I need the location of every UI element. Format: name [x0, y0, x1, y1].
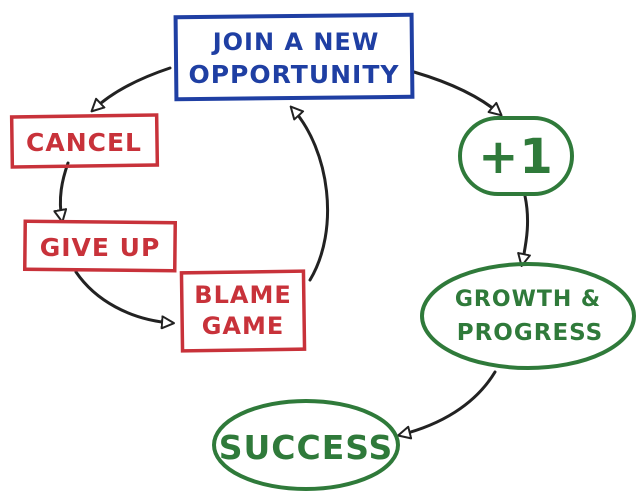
- growth-label-line2: PROGRESS: [457, 320, 604, 346]
- node-success: SUCCESS: [212, 399, 400, 491]
- join-label-line1: JOIN A NEW: [211, 28, 380, 56]
- plus-one-label: +1: [478, 129, 554, 185]
- arrow-cancel-to-giveup: [53, 161, 70, 223]
- node-growth-progress: GROWTH & PROGRESS: [420, 262, 636, 370]
- node-give-up: GIVE UP: [22, 219, 178, 273]
- node-success-ellipse: [212, 399, 400, 491]
- arrow-plusone-to-growth: [517, 194, 531, 267]
- arrow-join-to-plusone: [412, 70, 503, 117]
- node-blame-game: BLAME GAME: [179, 269, 307, 353]
- arrow-join-to-cancel: [90, 66, 172, 113]
- cancel-label: CANCEL: [26, 128, 142, 157]
- success-label: SUCCESS: [219, 428, 394, 467]
- node-cancel: CANCEL: [9, 113, 160, 169]
- arrow-blame-to-join: [289, 105, 329, 282]
- node-growth-progress-ellipse: [420, 262, 636, 370]
- blame-label-line2: GAME: [202, 312, 285, 340]
- node-join-opportunity-box: [173, 12, 415, 102]
- node-plus-one-box: [458, 116, 574, 196]
- blame-label-line1: BLAME: [194, 281, 291, 309]
- node-cancel-box: [9, 113, 160, 169]
- node-plus-one: +1: [458, 116, 574, 196]
- node-give-up-box: [22, 219, 178, 273]
- give-up-label: GIVE UP: [40, 233, 161, 262]
- arrow-giveup-to-blame: [74, 270, 175, 330]
- arrow-growth-to-success: [397, 370, 497, 440]
- join-label-line2: OPPORTUNITY: [188, 60, 399, 89]
- node-join-opportunity: JOIN A NEW OPPORTUNITY: [173, 12, 415, 102]
- node-blame-game-box: [179, 269, 307, 353]
- growth-label-line1: GROWTH &: [455, 287, 601, 312]
